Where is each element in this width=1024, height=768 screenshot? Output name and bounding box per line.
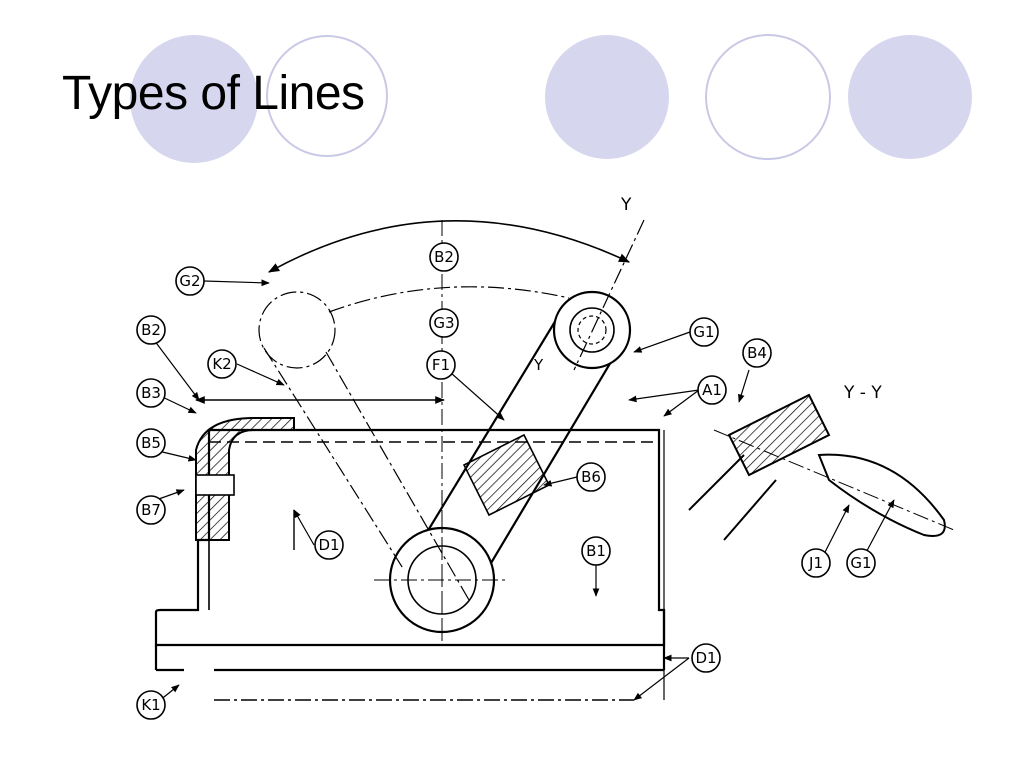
- slide-title: Types of Lines: [62, 67, 365, 120]
- label-d1-right: D1: [695, 649, 716, 667]
- section-mark-y: Y: [620, 195, 632, 215]
- label-b2-left: B2: [141, 321, 161, 339]
- circle-filled-3: [848, 35, 972, 159]
- label-b5: B5: [141, 434, 161, 452]
- circle-filled-2: [545, 35, 669, 159]
- label-b6: B6: [581, 468, 601, 486]
- callout-labels: B2 G2 G3 B2 K2 B3 F1 Y G1 B4 A1 B5 B6 B7…: [136, 242, 876, 720]
- label-j1: J1: [808, 554, 823, 572]
- engineering-drawing: B2 G2 G3 B2 K2 B3 F1 Y G1 B4 A1 B5 B6 B7…: [136, 195, 955, 720]
- label-k1: K1: [141, 696, 160, 714]
- lever-rib-section: [462, 433, 551, 517]
- dimension-arc-b2: [268, 220, 631, 273]
- section-view-title: Y - Y: [843, 383, 882, 403]
- label-g3: G3: [433, 314, 454, 332]
- circle-filled-1: [130, 35, 258, 163]
- label-g1-lower: G1: [850, 554, 871, 572]
- label-b4: B4: [747, 344, 767, 362]
- label-b3: B3: [141, 384, 161, 402]
- base-plate-outline: [154, 428, 666, 647]
- upper-boss-inner: [569, 307, 615, 353]
- handle-section: [727, 393, 831, 477]
- upper-boss-outer: [552, 290, 632, 370]
- label-a1: A1: [702, 381, 722, 399]
- label-d1-left: D1: [318, 536, 339, 554]
- label-b7: B7: [141, 501, 161, 519]
- handle-axis: [713, 429, 955, 531]
- ghost-arm: [263, 347, 470, 601]
- handle-shaft: [688, 454, 777, 541]
- label-g2: G2: [179, 272, 200, 290]
- pitch-arc-g3: [328, 286, 570, 313]
- circle-outline-2: [705, 34, 831, 160]
- label-y-mid: Y: [533, 356, 544, 374]
- ghost-boss: [258, 291, 336, 369]
- leader-lines: [153, 279, 895, 706]
- lever-arm: [403, 314, 625, 601]
- label-b1: B1: [586, 542, 606, 560]
- label-f1: F1: [432, 356, 450, 374]
- upper-boss-hidden: [577, 315, 607, 345]
- label-b2-top: B2: [434, 248, 454, 266]
- handle-grip: [817, 453, 946, 537]
- label-k2: K2: [212, 355, 231, 373]
- circle-outline-1: [266, 35, 388, 157]
- bracket-section: [195, 417, 295, 541]
- base-left-step: [197, 540, 210, 610]
- label-g1-upper: G1: [693, 323, 714, 341]
- centre-line-y: [573, 219, 645, 371]
- bracket-hole: [195, 474, 235, 496]
